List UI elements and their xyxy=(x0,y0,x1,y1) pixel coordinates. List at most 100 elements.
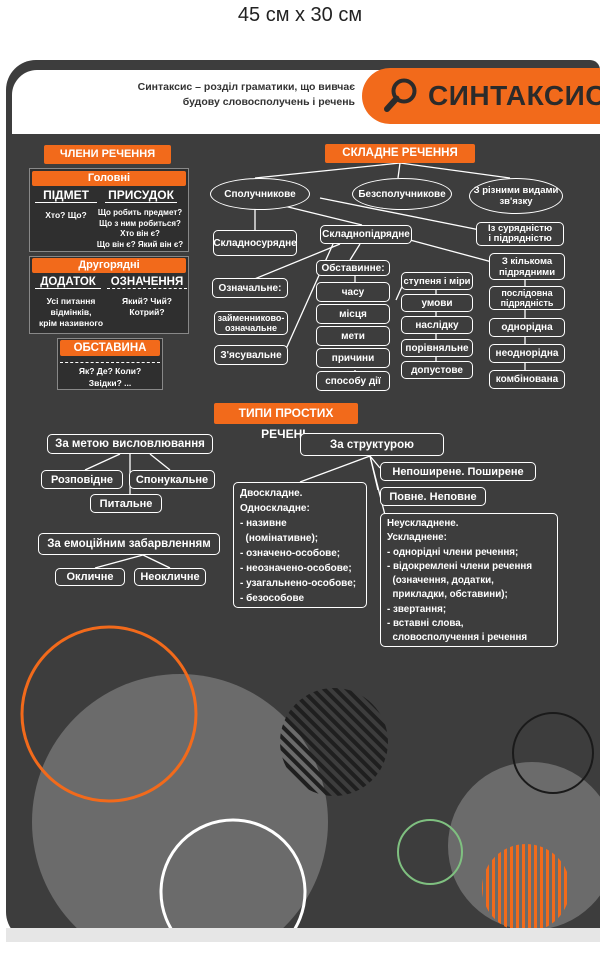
predicate-q2: Що з ним робиться? xyxy=(99,218,181,228)
mixed-connection-node: З різними видами зв'язку xyxy=(469,178,563,214)
combined-node: комбінована xyxy=(489,370,565,389)
attributive-node: Означальне: xyxy=(212,278,288,298)
decorative-circles xyxy=(20,625,600,928)
degree-item-comparative: порівняльне xyxy=(401,339,473,357)
explanatory-node: З'ясувальне xyxy=(214,345,288,365)
attribute-questions: Який? Чий? Котрий? xyxy=(107,296,187,318)
adv-item-manner: способу дії xyxy=(316,371,390,391)
two-part-line-2: - називне xyxy=(240,518,287,529)
by-structure-node: За структурою xyxy=(300,433,444,456)
attribute-q2: Котрий? xyxy=(129,307,165,317)
object-q1: Усі питання xyxy=(46,296,96,306)
object-q2: відмінків, xyxy=(50,307,92,317)
main-members-label: Головні xyxy=(32,171,186,186)
attribute-label: ОЗНАЧЕННЯ xyxy=(107,276,187,289)
mixed-line-2: зв'язку xyxy=(499,196,533,207)
nonconjunctive-node: Безсполучникове xyxy=(352,178,452,210)
mixed-line-1: З різними видами xyxy=(473,185,559,196)
two-part-line-7: - безособове xyxy=(240,593,305,604)
complicated-line-2: - однорідні члени речення; xyxy=(387,546,519,558)
nonexclamatory-node: Неокличне xyxy=(134,568,206,586)
coord-sub-line-1: Із сурядністю xyxy=(487,222,553,234)
sequential-line-1: послідовна xyxy=(501,288,553,298)
sequential-node: послідовна підрядність xyxy=(489,286,565,310)
homogeneous-node: однорідна xyxy=(489,318,565,337)
subject-label: ПІДМЕТ xyxy=(35,188,97,203)
adv-item-cause: причини xyxy=(316,348,390,368)
predicate-q1: Що робить предмет? xyxy=(97,208,183,217)
complex-subordinate-node: Складнопідрядне xyxy=(320,225,412,244)
subtitle-line-2: будову словосполучень і речень xyxy=(182,96,355,108)
two-part-line-1: Односкладне: xyxy=(240,503,310,514)
imperative-node: Спонукальне xyxy=(129,470,215,489)
degree-item-consequence: наслідку xyxy=(401,316,473,334)
multi-subordinate-node: З кількома підрядними xyxy=(489,253,565,280)
complete-node: Повне. Неповне xyxy=(380,487,486,506)
by-purpose-node: За метою висловлювання xyxy=(47,434,213,454)
two-part-line-4: - означено-особове; xyxy=(240,548,341,559)
multi-line-2: підрядними xyxy=(498,266,556,278)
pronominal-node: займенниково- означальне xyxy=(214,311,288,335)
coord-sub-line-2: і підрядністю xyxy=(488,233,552,244)
predicate-questions: Що робить предмет? Що з ним робиться? Хт… xyxy=(92,208,188,250)
complicated-line-0: Неускладнене. xyxy=(387,518,459,529)
compound-node: Складносурядне xyxy=(213,230,297,256)
heterogeneous-node: неоднорідна xyxy=(489,344,565,363)
complicated-line-7: - вставні слова, xyxy=(387,618,464,630)
two-part-line-5: - неозначено-особове; xyxy=(240,563,352,574)
bottom-edge xyxy=(6,928,600,942)
complicated-line-4: (означення, додатки, xyxy=(387,575,494,587)
magnifier-icon xyxy=(384,78,417,112)
object-label: ДОДАТОК xyxy=(35,276,101,289)
predicate-q4: Що він є? Який він є? xyxy=(96,239,184,249)
complicated-line-8: словосполучення і речення xyxy=(387,632,528,644)
conjunctive-node: Сполучникове xyxy=(210,178,310,210)
two-part-line-3: (номінативне); xyxy=(240,533,319,544)
complicated-line-6: - звертання; xyxy=(387,603,447,615)
poster-subtitle: Синтаксис – розділ граматики, що вивчає … xyxy=(110,80,355,110)
multi-line-1: З кількома xyxy=(501,255,553,267)
exclamatory-node: Окличне xyxy=(55,568,125,586)
interrogative-node: Питальне xyxy=(90,494,162,513)
adverbial-q1: Як? Де? Коли? xyxy=(78,366,142,376)
two-part-line-6: - узагальнено-особове; xyxy=(240,578,357,589)
adv-item-purpose: мети xyxy=(316,326,390,346)
poster-size-label: 45 см х 30 см xyxy=(237,4,363,26)
complicated-line-1: Ускладнене: xyxy=(387,532,447,544)
object-questions: Усі питання відмінків, крім називного xyxy=(32,296,110,329)
adverbial-clause-node: Обставинне: xyxy=(316,260,390,276)
complicated-line-3: - відокремлені члени речення xyxy=(387,560,533,572)
sequential-line-2: підрядність xyxy=(500,298,554,308)
two-part-line-0: Двоскладне. xyxy=(240,488,303,499)
pronominal-line-1: займенниково- xyxy=(217,313,285,323)
declarative-node: Розповідне xyxy=(41,470,123,489)
title-banner xyxy=(362,68,600,124)
subject-question: Хто? Що? xyxy=(45,210,87,220)
two-part-box: Двоскладне. Односкладне: - називне (номі… xyxy=(233,482,367,608)
secondary-members-label: Другорядні xyxy=(32,258,186,273)
subtitle-line-1: Синтаксис – розділ граматики, що вивчає xyxy=(137,81,355,93)
predicate-q3: Хто він є? xyxy=(120,229,160,238)
adv-item-time: часу xyxy=(316,282,390,302)
attribute-q1: Який? Чий? xyxy=(122,296,172,306)
by-emotion-node: За емоційним забарвленням xyxy=(38,533,220,555)
adv-item-place: місця xyxy=(316,304,390,324)
poster-title: СИНТАКСИС xyxy=(428,80,600,111)
predicate-label: ПРИСУДОК xyxy=(105,188,177,203)
degree-item-concessive: допустове xyxy=(401,361,473,379)
complicated-box: Неускладнене. Ускладнене: - однорідні чл… xyxy=(380,513,558,647)
extended-node: Непоширене. Поширене xyxy=(380,462,536,481)
degree-item-measure: ступеня і міри xyxy=(401,272,473,290)
complex-title: СКЛАДНЕ РЕЧЕННЯ xyxy=(325,144,475,163)
adverbial-q2: Звідки? ... xyxy=(88,378,132,388)
coord-sub-node: Із сурядністю і підрядністю xyxy=(476,222,564,246)
members-title: ЧЛЕНИ РЕЧЕННЯ xyxy=(44,145,171,164)
simple-title: ТИПИ ПРОСТИХ РЕЧЕНЬ xyxy=(214,403,358,441)
degree-item-condition: умови xyxy=(401,294,473,312)
object-q3: крім називного xyxy=(38,318,104,328)
adverbial-questions: Як? Де? Коли? Звідки? ... xyxy=(60,362,160,389)
complicated-line-5: прикладки, обставини); xyxy=(387,589,508,601)
pronominal-line-2: означальне xyxy=(225,323,277,333)
adverbial-label: ОБСТАВИНА xyxy=(60,340,160,356)
